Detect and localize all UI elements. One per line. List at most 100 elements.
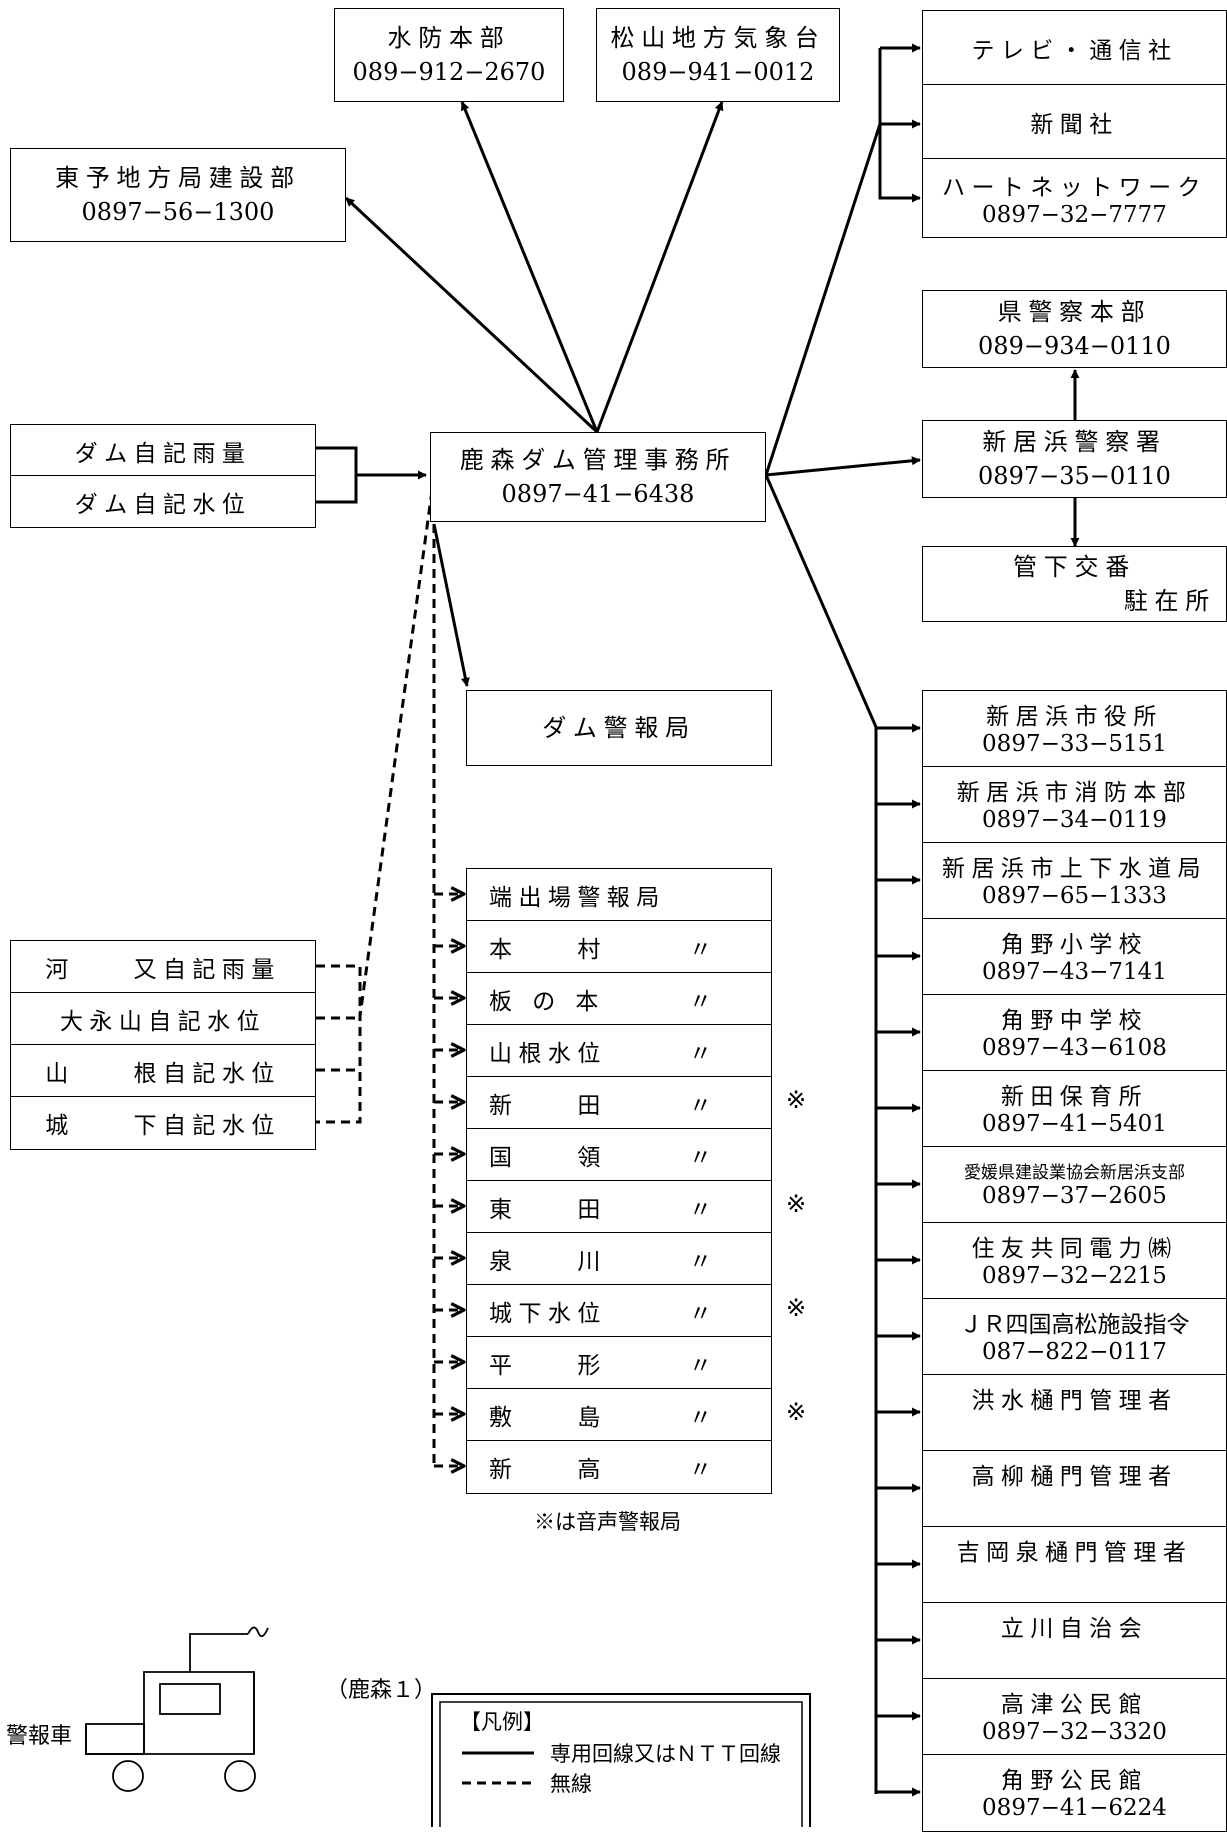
agency-row: 高柳樋門管理者: [922, 1450, 1227, 1528]
ditto-mark: 〃: [689, 1138, 712, 1172]
alarm-station-name: 新 高: [489, 1450, 607, 1484]
alarm-vehicle-icon: [86, 1627, 268, 1791]
agency-name: 新居浜市役所: [923, 697, 1226, 731]
alarm-station-name: 平 形: [489, 1346, 607, 1380]
line-to-suibou: [462, 102, 597, 432]
agency-row: 新田保育所0897−41−5401: [922, 1070, 1227, 1148]
line-center-to-police: [766, 460, 920, 475]
agency-name: 住友共同電力㈱: [923, 1229, 1226, 1263]
suibou-tel: 089−912−2670: [335, 55, 563, 89]
agency-tel: 0897−43−7141: [923, 959, 1226, 989]
vehicle-callsign: （鹿森１）: [326, 1672, 436, 1704]
center-name: 鹿森ダム管理事務所: [431, 443, 765, 477]
alarm-station-row: 新 高 〃: [466, 1440, 772, 1494]
center-tel: 0897−41−6438: [431, 477, 765, 511]
alarm-station-row: 山根水位 〃: [466, 1024, 772, 1078]
suibou-name: 水防本部: [335, 21, 563, 55]
dam-water-level: ダム自記水位: [10, 475, 316, 528]
center-office-box: 鹿森ダム管理事務所 0897−41−6438: [430, 432, 766, 522]
remote-recorder-name: 河 又自記雨量: [11, 950, 315, 984]
ditto-mark: 〃: [689, 982, 712, 1016]
agency-tel: 0897−32−3320: [923, 1719, 1226, 1749]
agency-row: 角野小学校0897−43−7141: [922, 918, 1227, 996]
line-center-to-agencies: [766, 475, 876, 1794]
ditto-mark: 〃: [689, 1450, 712, 1484]
alarm-station-row: 敷 島 〃: [466, 1388, 772, 1442]
agency-name: 吉岡泉樋門管理者: [923, 1533, 1226, 1567]
toyo-box: 東予地方局建設部 0897−56−1300: [10, 148, 346, 242]
ditto-mark: 〃: [689, 1294, 712, 1328]
agency-name: 角野中学校: [923, 1001, 1226, 1035]
line-dam-recorders: [316, 448, 356, 502]
alarm-station-name: 山根水位: [489, 1034, 607, 1068]
alarm-station-row: 東 田 〃: [466, 1180, 772, 1234]
agency-name: ＪＲ四国高松施設指令: [923, 1305, 1226, 1339]
ditto-mark: 〃: [689, 1190, 712, 1224]
alarm-station-row: 国 領 〃: [466, 1128, 772, 1182]
koban-box: 管下交番 駐在所: [922, 546, 1227, 622]
matsuyama-name: 松山地方気象台: [597, 21, 839, 55]
matsuyama-box: 松山地方気象台 089−941−0012: [596, 8, 840, 102]
agency-tel: 0897−32−2215: [923, 1263, 1226, 1293]
radio-line-remote: [360, 476, 434, 1016]
line-to-dam-alarm: [434, 524, 467, 686]
suibou-box: 水防本部 089−912−2670: [334, 8, 564, 102]
police-hq-box: 県警察本部 089−934−0110: [922, 290, 1227, 368]
alarm-station-name: 端出場警報局: [489, 878, 666, 912]
agency-row: 住友共同電力㈱0897−32−2215: [922, 1222, 1227, 1300]
agency-name: 角野公民館: [923, 1761, 1226, 1795]
ditto-mark: 〃: [689, 1086, 712, 1120]
agency-name: 洪水樋門管理者: [923, 1381, 1226, 1415]
alarm-station-row: 平 形〃: [466, 1336, 772, 1390]
agency-name: 新居浜市上下水道局: [923, 849, 1226, 883]
dam-rain-gauge: ダム自記雨量: [10, 424, 316, 477]
ditto-mark: 〃: [689, 1242, 712, 1276]
dam-alarm-station-label: ダム警報局: [467, 711, 771, 745]
media-newspaper: 新聞社: [922, 84, 1227, 160]
agency-row: 洪水樋門管理者: [922, 1374, 1227, 1452]
alarm-station-name: 板 の 本: [489, 982, 605, 1016]
legend-solid-label: 専用回線又はＮＴＴ回線: [550, 1738, 781, 1768]
media-tv: テレビ・通信社: [922, 10, 1227, 86]
agency-tel: 0897−41−6224: [923, 1795, 1226, 1825]
agency-name: 新居浜市消防本部: [923, 773, 1226, 807]
alarm-station-name: 国 領: [489, 1138, 607, 1172]
alarm-station-name: 敷 島: [489, 1398, 607, 1432]
alarm-station-row: 端出場警報局: [466, 868, 772, 922]
agency-tel: [923, 1643, 1226, 1673]
ditto-mark: 〃: [689, 930, 712, 964]
matsuyama-tel: 089−941−0012: [597, 55, 839, 89]
agency-name: 高津公民館: [923, 1685, 1226, 1719]
alarm-station-row: 泉 川〃: [466, 1232, 772, 1286]
remote-recorder-name: 城 下自記水位: [11, 1106, 315, 1140]
agency-tel: 0897−41−5401: [923, 1111, 1226, 1141]
dam-recorders: ダム自記雨量 ダム自記水位: [10, 424, 316, 528]
ditto-mark: 〃: [689, 1034, 712, 1068]
agency-name: 立川自治会: [923, 1609, 1226, 1643]
toyo-tel: 0897−56−1300: [11, 195, 345, 229]
agency-tel: 0897−34−0119: [923, 807, 1226, 837]
line-to-toyo: [346, 198, 597, 432]
alarm-station-name: 東 田: [489, 1190, 607, 1224]
alarm-station-name: 新 田: [489, 1086, 607, 1120]
police-station-box: 新居浜警察署 0897−35−0110: [922, 420, 1227, 498]
remote-recorder-row: 河 又自記雨量: [10, 940, 316, 994]
voice-station-mark: ※: [786, 1294, 806, 1322]
agency-tel: [923, 1567, 1226, 1597]
agency-tel: 087−822−0117: [923, 1339, 1226, 1369]
alarm-station-row: 板 の 本 〃: [466, 972, 772, 1026]
alarm-station-name: 本 村: [489, 930, 607, 964]
ditto-mark: 〃: [689, 1398, 712, 1432]
agency-name: 愛媛県建設業協会新居浜支部: [923, 1158, 1226, 1183]
vehicle-label: 警報車: [6, 1718, 72, 1750]
alarm-station-row: 本 村 〃: [466, 920, 772, 974]
agency-tel: [923, 1415, 1226, 1445]
